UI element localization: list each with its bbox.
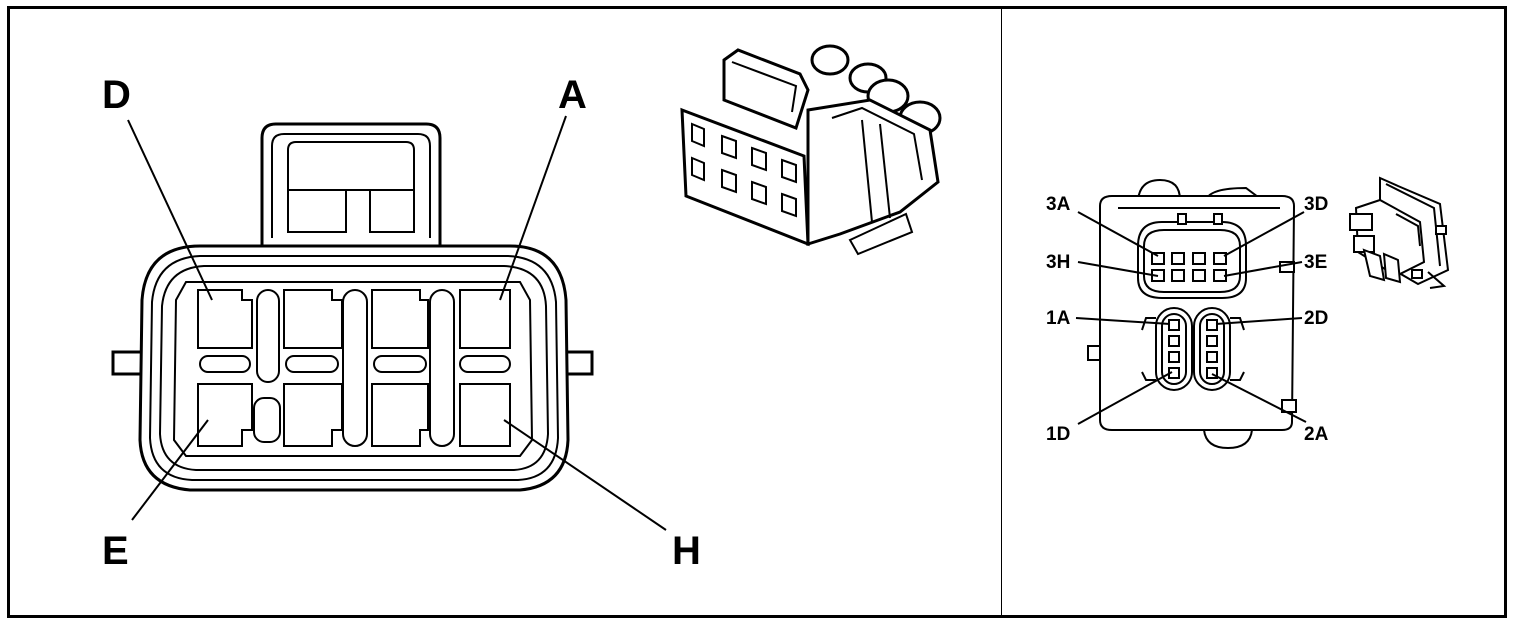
leader-a <box>499 115 567 301</box>
leader-1a <box>1075 317 1171 325</box>
leader-2a <box>1211 373 1307 423</box>
leader-3h <box>1077 261 1159 277</box>
diagram-frame <box>7 6 1507 618</box>
pin-label-d: D <box>102 73 131 117</box>
right-connector-face <box>1087 178 1297 450</box>
pin-label-a: A <box>558 73 587 117</box>
leader-1d <box>1077 371 1173 425</box>
leader-d <box>127 119 213 301</box>
leader-h <box>503 419 667 531</box>
leader-3a <box>1077 211 1159 257</box>
panel-divider <box>1001 6 1002 618</box>
pin-label-2d: 2D <box>1304 308 1328 329</box>
leader-2d <box>1215 317 1303 325</box>
small-connector-3d-view <box>1349 176 1450 289</box>
pin-label-1d: 1D <box>1046 424 1070 445</box>
pin-label-h: H <box>672 529 701 573</box>
leader-3d <box>1223 211 1305 257</box>
leader-3e <box>1223 261 1303 277</box>
pin-label-e: E <box>102 529 129 573</box>
pin-label-3e: 3E <box>1304 252 1327 273</box>
left-connector-face <box>111 122 594 492</box>
pin-label-3a: 3A <box>1046 194 1071 215</box>
pin-label-2a: 2A <box>1304 424 1329 445</box>
connector-3d-view <box>680 44 942 256</box>
leader-e <box>131 419 209 521</box>
pin-label-1a: 1A <box>1046 308 1071 329</box>
pin-label-3d: 3D <box>1304 194 1328 215</box>
pin-label-3h: 3H <box>1046 252 1070 273</box>
